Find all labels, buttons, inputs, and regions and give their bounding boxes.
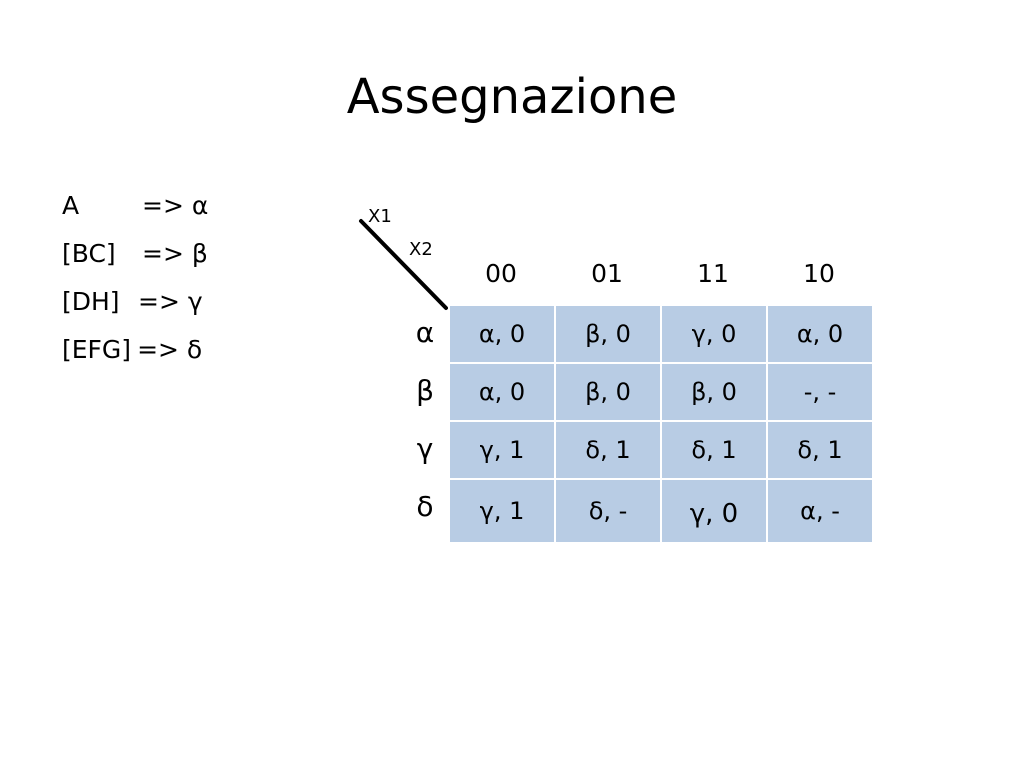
column-header: 00 bbox=[485, 259, 517, 288]
table-cell: β, 0 bbox=[554, 304, 662, 364]
assignment-source: A bbox=[62, 191, 80, 220]
state-assignment-list: A => α [BC] => β [DH] => γ [EFG]=> δ bbox=[62, 186, 208, 378]
table-row: α, 0 β, 0 γ, 0 α, 0 bbox=[448, 304, 874, 364]
corner-diagonal-line bbox=[359, 219, 448, 310]
assignment-target: => δ bbox=[137, 335, 203, 364]
table-cell: β, 0 bbox=[554, 362, 662, 422]
table-cell: δ, 1 bbox=[554, 420, 662, 480]
assignment-target: => β bbox=[142, 239, 208, 268]
column-header: 01 bbox=[591, 259, 623, 288]
assignment-source: [DH] bbox=[62, 287, 120, 316]
table-cell: α, 0 bbox=[448, 362, 556, 422]
corner-label-x2: X2 bbox=[409, 239, 433, 260]
row-header: γ bbox=[416, 432, 434, 465]
assignment-source: [EFG] bbox=[62, 335, 132, 364]
row-header: α bbox=[415, 316, 435, 349]
column-header: 11 bbox=[697, 259, 729, 288]
row-header: β bbox=[416, 374, 434, 407]
table-cell: δ, 1 bbox=[660, 420, 768, 480]
table-row: γ, 1 δ, - γ, 0 α, - bbox=[448, 478, 874, 544]
table-row: γ, 1 δ, 1 δ, 1 δ, 1 bbox=[448, 420, 874, 480]
state-transition-table: α, 0 β, 0 γ, 0 α, 0 α, 0 β, 0 β, 0 -, - … bbox=[448, 304, 874, 544]
slide-title: Assegnazione bbox=[346, 69, 678, 125]
assignment-target: => γ bbox=[138, 287, 203, 316]
assignment-item: [BC] => β bbox=[62, 234, 208, 282]
table-cell: γ, 1 bbox=[448, 478, 556, 544]
table-cell: γ, 0 bbox=[660, 304, 768, 364]
assignment-target: => α bbox=[142, 191, 209, 220]
table-row: α, 0 β, 0 β, 0 -, - bbox=[448, 362, 874, 422]
table-cell: γ, 0 bbox=[660, 478, 768, 544]
column-header: 10 bbox=[803, 259, 835, 288]
table-cell: δ, - bbox=[554, 478, 662, 544]
assignment-source: [BC] bbox=[62, 239, 116, 268]
table-cell: α, - bbox=[766, 478, 874, 544]
assignment-item: [DH] => γ bbox=[62, 282, 208, 330]
corner-label-x1: X1 bbox=[368, 206, 392, 227]
table-cell: α, 0 bbox=[448, 304, 556, 364]
table-cell: β, 0 bbox=[660, 362, 768, 422]
assignment-item: A => α bbox=[62, 186, 208, 234]
table-cell: δ, 1 bbox=[766, 420, 874, 480]
assignment-item: [EFG]=> δ bbox=[62, 330, 208, 378]
table-cell: α, 0 bbox=[766, 304, 874, 364]
table-cell: -, - bbox=[766, 362, 874, 422]
table-cell: γ, 1 bbox=[448, 420, 556, 480]
row-header: δ bbox=[416, 490, 434, 523]
